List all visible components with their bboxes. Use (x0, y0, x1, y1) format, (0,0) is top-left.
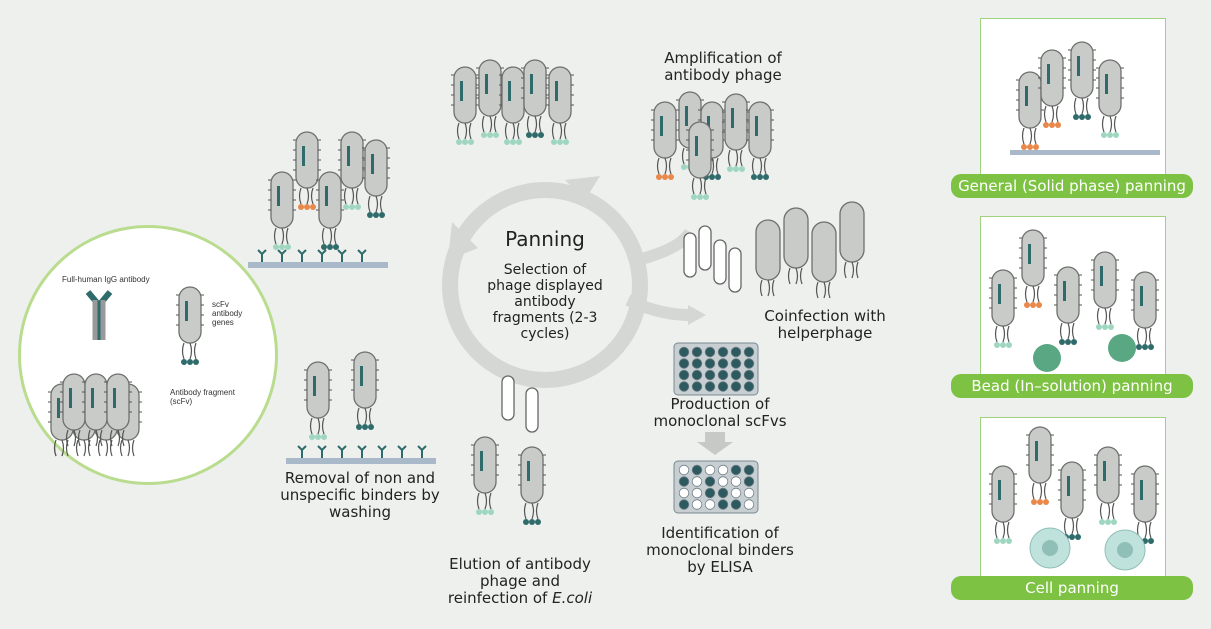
inset-antibody-label: Full-human IgG antibody (62, 275, 150, 284)
pill-cell: Cell panning (951, 576, 1193, 600)
elisa-well (704, 487, 716, 499)
plate-well (691, 369, 703, 381)
inset-scfv-label: scFv (212, 300, 229, 309)
plate-well (730, 369, 742, 381)
elisa-well (730, 499, 742, 510)
plate-well (678, 358, 690, 369)
plate-well (691, 358, 703, 369)
plate-well (743, 358, 755, 369)
cell-panning-art (988, 426, 1160, 571)
inset-circle (18, 225, 278, 485)
plate-well (730, 381, 742, 392)
down-arrow (697, 432, 733, 455)
cycle-title: Panning (505, 227, 585, 251)
elisa-well (691, 499, 703, 510)
elisa-well (691, 487, 703, 499)
elisa-well (704, 499, 716, 510)
plate-well (678, 381, 690, 392)
elisa-well (678, 476, 690, 487)
bead-panning-art (988, 229, 1160, 372)
label-amplification: Amplification of antibody phage (664, 49, 782, 84)
plate-well (704, 346, 716, 358)
elisa-well (717, 487, 729, 499)
label-identification: Identification of monoclonal binders by … (646, 524, 794, 576)
inset-genes-label: antibody genes (212, 309, 243, 327)
elisa-well (743, 464, 755, 476)
solid-panning-art (1010, 41, 1160, 155)
phage-group-top (450, 59, 575, 145)
elisa-well (704, 476, 716, 487)
elisa-well (743, 499, 755, 510)
plate-well (717, 369, 729, 381)
plate-well (730, 358, 742, 369)
phage-group-amplification (650, 91, 775, 200)
plate-well (743, 381, 755, 392)
elisa-well (717, 476, 729, 487)
elisa-well (691, 464, 703, 476)
elisa-well (730, 476, 742, 487)
coinfection-group (683, 201, 865, 299)
elisa-well (704, 464, 716, 476)
label-production: Production of monoclonal scFvs (653, 395, 787, 430)
elisa-well (678, 499, 690, 510)
label-coinfection: Coinfection with helperphage (764, 307, 886, 342)
elisa-well (717, 464, 729, 476)
plate-well (704, 381, 716, 392)
plate-well (730, 346, 742, 358)
label-elution: Elution of antibody phage and reinfectio… (440, 556, 600, 607)
plate-well (704, 369, 716, 381)
elisa-well (743, 487, 755, 499)
phage-group-binding (248, 131, 391, 268)
elisa-well (743, 476, 755, 487)
pill-solid: General (Solid phase) panning (951, 174, 1193, 198)
washing-group (286, 351, 436, 464)
inset-fragment-label: Antibody fragment (scFv) (170, 388, 235, 406)
plate-well (717, 358, 729, 369)
plate-well (743, 369, 755, 381)
plate-well (704, 358, 716, 369)
elution-group (470, 375, 547, 525)
elisa-well (678, 464, 690, 476)
elisa-well (678, 487, 690, 499)
pill-bead: Bead (In–solution) panning (951, 374, 1193, 398)
elisa-well (691, 476, 703, 487)
plate-well (717, 346, 729, 358)
label-removal: Removal of non and unspecific binders by… (280, 469, 440, 521)
plate-well (717, 381, 729, 392)
plate-well (678, 369, 690, 381)
plate-well (691, 381, 703, 392)
elisa-well (730, 464, 742, 476)
plate-well (743, 346, 755, 358)
label-elution-italic: E.coli (552, 589, 593, 607)
label-elution-text: Elution of antibody phage and reinfectio… (447, 555, 591, 607)
elisa-well (730, 487, 742, 499)
elisa-well (717, 499, 729, 510)
cycle-subtitle: Selection of phage displayed antibody fr… (487, 262, 603, 342)
plate-well (691, 346, 703, 358)
plate-well (678, 346, 690, 358)
